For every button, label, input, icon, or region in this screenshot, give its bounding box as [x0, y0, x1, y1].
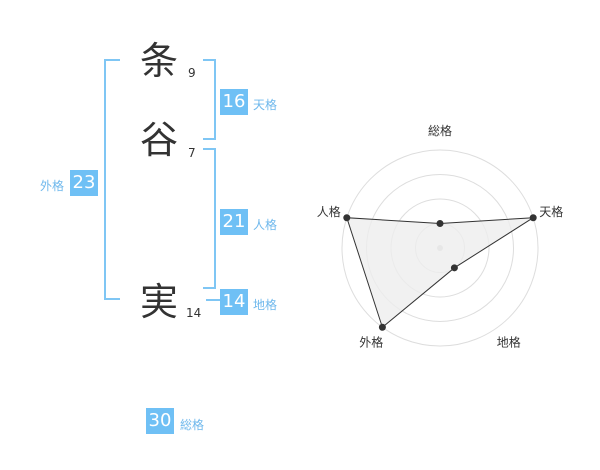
radar-axis-label-1: 天格 — [539, 204, 563, 219]
chikaku-label: 地格 — [253, 298, 278, 312]
radar-point-4 — [343, 214, 351, 222]
radar-axis-label-3: 外格 — [359, 335, 383, 350]
name-char-1: 条 — [140, 39, 179, 83]
radar-ring-4 — [341, 149, 539, 347]
radar-axis-label-2: 地格 — [497, 335, 521, 350]
gaikaku-label: 外格 — [40, 179, 65, 193]
stroke-count-3: 14 — [186, 306, 202, 320]
soukaku-value: 30 — [146, 408, 174, 434]
radar-point-3 — [378, 323, 386, 331]
radar-axis-label-0: 総格 — [428, 123, 452, 138]
radar-point-1 — [529, 214, 537, 222]
jinkaku-label: 人格 — [253, 218, 278, 232]
stroke-count-1: 9 — [188, 66, 196, 80]
name-char-3: 実 — [140, 280, 179, 324]
stroke-count-2: 7 — [188, 146, 196, 160]
radar-point-0 — [436, 220, 444, 227]
tenkaku-label: 天格 — [253, 98, 278, 112]
tenkaku-value: 16 — [220, 89, 248, 115]
gaikaku-value: 23 — [70, 170, 98, 196]
gaikaku-bracket — [104, 59, 120, 300]
name-char-2: 谷 — [140, 118, 179, 162]
chikaku-bracket-line — [206, 299, 220, 301]
jinkaku-value: 21 — [220, 209, 248, 235]
chikaku-value: 14 — [220, 289, 248, 315]
radar-polygon — [346, 217, 534, 329]
tenkaku-bracket — [203, 59, 216, 140]
soukaku-label: 総格 — [180, 418, 205, 432]
jinkaku-bracket — [203, 148, 216, 289]
radar-point-2 — [450, 264, 458, 272]
radar-axis-label-4: 人格 — [317, 204, 341, 219]
